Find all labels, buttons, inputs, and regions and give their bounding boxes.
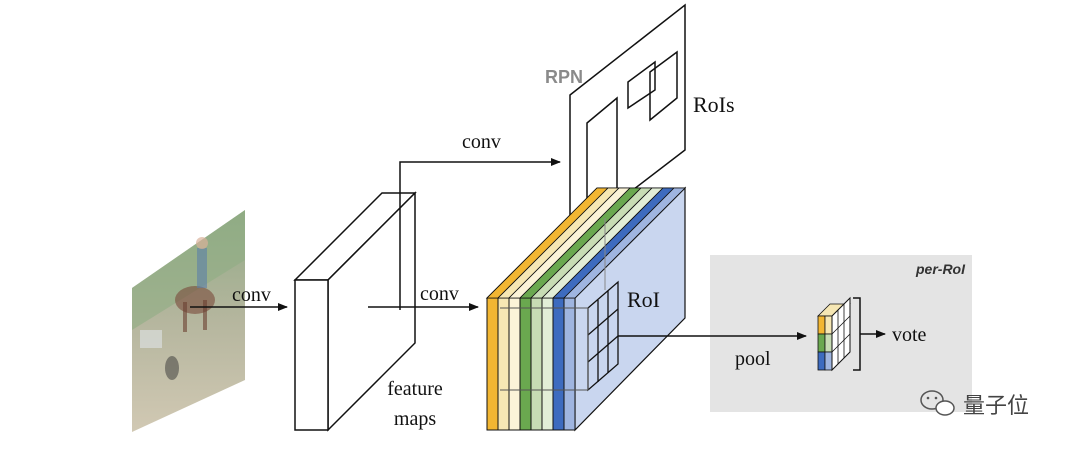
rider-shape bbox=[197, 248, 207, 288]
roi-label: RoI bbox=[627, 287, 660, 312]
rpn-plane bbox=[569, 3, 686, 240]
pool-label: pool bbox=[735, 348, 771, 370]
score-layer-blue-1 bbox=[552, 297, 565, 431]
rpn-conv-arrow bbox=[399, 158, 561, 310]
score-layer-green-3 bbox=[541, 297, 554, 431]
car-shape bbox=[140, 330, 162, 348]
score-layer-green-1 bbox=[519, 297, 532, 431]
roi-grid bbox=[500, 280, 619, 392]
dog-shape bbox=[165, 356, 179, 380]
wechat-icon bbox=[920, 390, 955, 416]
score-maps-stack bbox=[485, 186, 687, 432]
proposal-box-small-2 bbox=[649, 50, 678, 122]
rois-label: RoIs bbox=[693, 92, 735, 117]
score-layer-blue-2 bbox=[563, 297, 576, 431]
conv-label-rpn: conv bbox=[462, 131, 501, 153]
pooled-score-grid bbox=[817, 296, 851, 372]
conv-label-2: conv bbox=[420, 283, 459, 305]
feature-maps-block bbox=[293, 191, 417, 432]
maps-label: maps bbox=[394, 408, 436, 430]
conv-label-1: conv bbox=[232, 284, 271, 306]
score-layer-green-2 bbox=[530, 297, 543, 431]
per-roi-label: per-RoI bbox=[915, 261, 966, 277]
rpn-label: RPN bbox=[545, 67, 583, 87]
score-layer-yellow-2 bbox=[497, 297, 510, 431]
vote-label: vote bbox=[892, 324, 927, 346]
horse-shape bbox=[175, 286, 215, 314]
watermark-text: 量子位 bbox=[963, 393, 1029, 418]
feature-label: feature bbox=[387, 378, 443, 400]
score-layer-yellow-3 bbox=[508, 297, 521, 431]
score-layer-yellow-1 bbox=[486, 297, 499, 431]
proposal-box-small-1 bbox=[627, 60, 656, 110]
input-image bbox=[132, 210, 245, 432]
